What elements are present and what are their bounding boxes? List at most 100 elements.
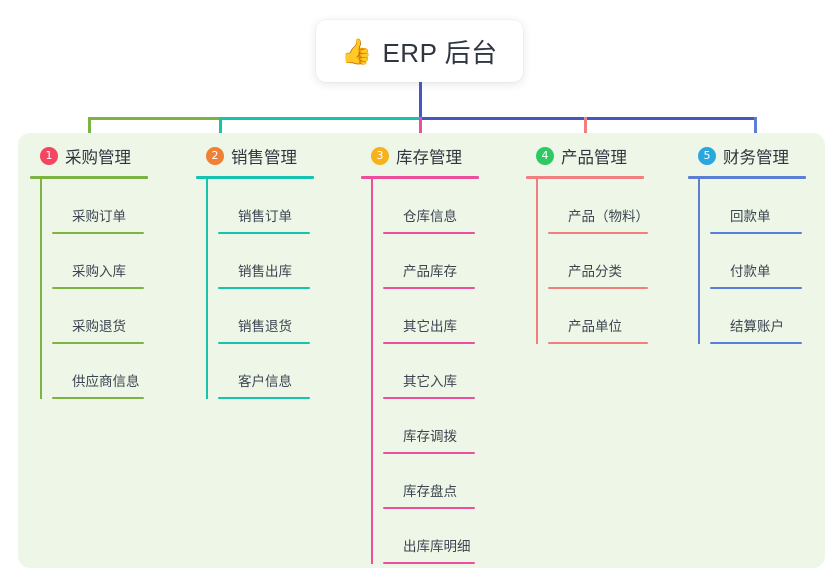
category-badge-2: 2 [206,147,224,165]
category-spine-3 [371,179,373,564]
menu-item[interactable]: 其它出库 [383,289,521,344]
menu-item[interactable]: 库存盘点 [383,454,521,509]
menu-item-rule [218,287,310,289]
menu-item-rule [52,287,144,289]
menu-item[interactable]: 仓库信息 [383,179,521,234]
menu-item-label: 采购入库 [72,264,126,279]
category-header-3[interactable]: 3 库存管理 [361,143,521,169]
category-badge-1: 1 [40,147,58,165]
category-items-3: 仓库信息产品库存其它出库其它入库库存调拨库存盘点出库库明细 [361,179,521,564]
menu-item-label: 采购订单 [72,209,126,224]
menu-item-label: 产品库存 [403,264,457,279]
connector-bus-right [419,117,757,120]
category-column-4: 4 产品管理产品（物料） 产品分类产品单位 [526,143,686,344]
category-items-2: 销售订单销售出库销售退货客户信息 [196,179,356,399]
menu-item-rule [383,507,475,509]
category-header-rule-4 [526,176,644,179]
menu-item-label: 库存盘点 [403,484,457,499]
menu-item-label: 结算账户 [730,319,784,334]
menu-item-rule [383,342,475,344]
connector-bus-sales [219,117,419,120]
menu-item-label: 回款单 [730,209,771,224]
menu-item[interactable]: 供应商信息 [52,344,190,399]
menu-item-label: 仓库信息 [403,209,457,224]
menu-item[interactable]: 产品分类 [548,234,686,289]
category-spine-5 [698,179,700,344]
category-header-rule-3 [361,176,479,179]
connector-root-stem [419,82,422,118]
root-title: ERP 后台 [382,37,498,68]
menu-item-rule [383,397,475,399]
menu-item[interactable]: 采购入库 [52,234,190,289]
menu-item-rule [52,342,144,344]
menu-item[interactable]: 产品单位 [548,289,686,344]
category-badge-3: 3 [371,147,389,165]
menu-item[interactable]: 结算账户 [710,289,839,344]
menu-item-rule [218,397,310,399]
menu-item-label: 产品（物料） [568,209,649,224]
menu-item-label: 产品分类 [568,264,622,279]
category-header-rule-5 [688,176,806,179]
category-items-1: 采购订单采购入库采购退货供应商信息 [30,179,190,399]
connector-bus-purchase [88,117,219,120]
menu-item[interactable]: 库存调拨 [383,399,521,454]
menu-item[interactable]: 回款单 [710,179,839,234]
category-column-3: 3 库存管理仓库信息产品库存其它出库其它入库库存调拨库存盘点出库库明细 [361,143,521,564]
menu-item-label: 客户信息 [238,374,292,389]
category-title-2: 销售管理 [231,149,297,167]
menu-item-label: 其它出库 [403,319,457,334]
category-items-4: 产品（物料） 产品分类产品单位 [526,179,686,344]
menu-item-label: 付款单 [730,264,771,279]
menu-item-label: 采购退货 [72,319,126,334]
category-items-5: 回款单付款单结算账户 [688,179,839,344]
menu-item-rule [218,232,310,234]
menu-item-rule [548,232,648,234]
menu-item-rule [710,342,802,344]
menu-item-label: 出库库明细 [403,539,471,554]
menu-item-rule [383,452,475,454]
category-spine-4 [536,179,538,344]
menu-item[interactable]: 销售订单 [218,179,356,234]
category-header-2[interactable]: 2 销售管理 [196,143,356,169]
menu-item-rule [383,287,475,289]
menu-item[interactable]: 产品（物料） [548,179,686,234]
menu-item-label: 产品单位 [568,319,622,334]
category-column-2: 2 销售管理销售订单销售出库销售退货客户信息 [196,143,356,399]
root-node-card[interactable]: 👍 ERP 后台 [316,20,523,82]
category-header-rule-2 [196,176,314,179]
menu-item[interactable]: 产品库存 [383,234,521,289]
category-title-3: 库存管理 [396,149,462,167]
menu-item[interactable]: 采购退货 [52,289,190,344]
menu-item-rule [548,342,648,344]
menu-item[interactable]: 客户信息 [218,344,356,399]
category-title-4: 产品管理 [561,149,627,167]
menu-item-label: 销售订单 [238,209,292,224]
menu-item-label: 其它入库 [403,374,457,389]
menu-item-rule [218,342,310,344]
menu-item[interactable]: 付款单 [710,234,839,289]
category-header-rule-1 [30,176,148,179]
menu-item-rule [710,232,802,234]
diagram-panel [18,133,825,568]
category-badge-4: 4 [536,147,554,165]
menu-item-rule [710,287,802,289]
menu-item-rule [548,287,648,289]
category-title-5: 财务管理 [723,149,789,167]
category-header-4[interactable]: 4 产品管理 [526,143,686,169]
menu-item-rule [52,232,144,234]
category-spine-1 [40,179,42,399]
menu-item-rule [383,232,475,234]
menu-item-rule [383,562,475,564]
menu-item[interactable]: 采购订单 [52,179,190,234]
menu-item[interactable]: 出库库明细 [383,509,521,564]
menu-item-label: 供应商信息 [72,374,140,389]
menu-item-label: 销售退货 [238,319,292,334]
menu-item[interactable]: 销售出库 [218,234,356,289]
menu-item[interactable]: 其它入库 [383,344,521,399]
menu-item[interactable]: 销售退货 [218,289,356,344]
thumbs-up-icon: 👍 [341,37,373,66]
